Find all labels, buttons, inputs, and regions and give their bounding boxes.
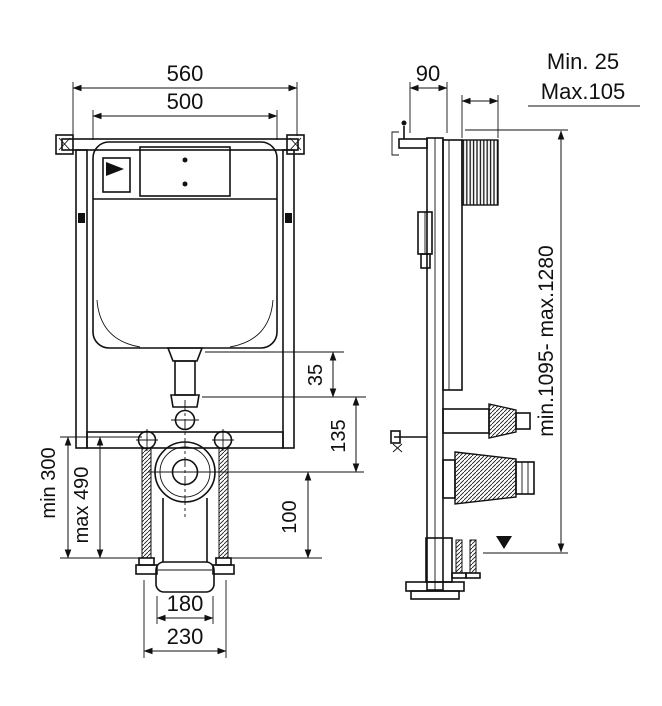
dim-135-label: 135	[328, 419, 350, 452]
side-view	[390, 120, 535, 600]
dimension-135: 135	[148, 396, 364, 473]
dim-max490-label: max 490	[71, 467, 93, 544]
dimension-500: 500	[92, 89, 278, 140]
dimension-min300-max490: min 300 max 490	[38, 436, 155, 559]
dim-min300-label: min 300	[38, 447, 60, 518]
dim-100-label: 100	[279, 500, 301, 533]
dimension-230: 230	[143, 580, 227, 658]
dim-35-label: 35	[305, 364, 327, 386]
dimension-100: 100	[215, 471, 322, 559]
front-view	[55, 134, 305, 593]
dimension-560: 560	[72, 61, 298, 136]
dimension-height-range: min.1095- max.1280	[465, 129, 568, 554]
dim-230-label: 230	[167, 624, 204, 649]
dim-max105-label: Max.105	[541, 79, 625, 104]
dim-560-label: 560	[167, 61, 204, 86]
dimension-180: 180	[156, 591, 214, 624]
dim-500-label: 500	[167, 89, 204, 114]
floor-level-marker	[496, 536, 512, 549]
dim-height-range-label: min.1095- max.1280	[535, 245, 558, 436]
dim-180-label: 180	[167, 591, 204, 616]
dim-min25-label: Min. 25	[547, 49, 619, 74]
dim-90-label: 90	[416, 61, 440, 86]
dimension-35: 35	[202, 351, 366, 398]
dimension-wall-thickness: Min. 25 Max.105	[461, 49, 640, 138]
dimension-90: 90	[409, 61, 448, 133]
